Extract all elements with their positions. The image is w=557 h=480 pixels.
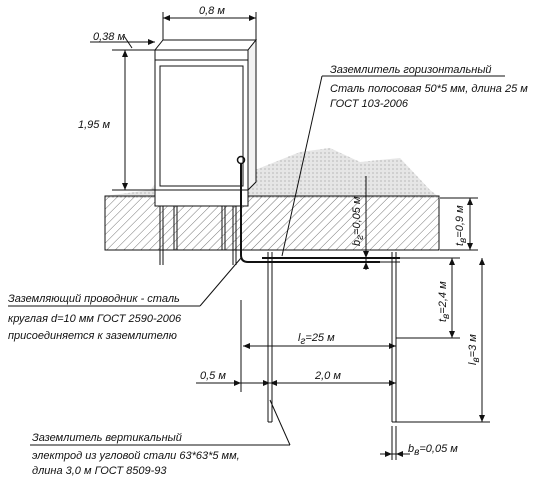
horizontal-earth-line1: Сталь полосовая 50*5 мм, длина 25 м <box>330 83 528 95</box>
dim-cabinet-width: 0,8 м <box>162 5 257 40</box>
svg-text:tв=0,9 м: tв=0,9 м <box>454 205 469 246</box>
conductor-line3: присоединяется к заземлителю <box>8 330 177 342</box>
dim-cabinet-height: 1,95 м <box>78 49 155 191</box>
cabinet-height-label: 1,95 м <box>78 119 110 131</box>
conductor-line1: Заземляющий проводник - сталь <box>8 293 180 305</box>
svg-text:bв=0,05 м: bв=0,05 м <box>408 443 458 458</box>
leader-conductor-diag <box>199 257 242 307</box>
dim-depth-top: bг=0,05 м <box>351 176 400 270</box>
horizontal-earth-line2: ГОСТ 103-2006 <box>330 98 409 110</box>
dim-roof-offset: 0,38 м <box>90 31 155 49</box>
conductor-line2: круглая d=10 мм ГОСТ 2590-2006 <box>8 313 182 325</box>
offset-05-label: 0,5 м <box>200 370 226 382</box>
leader-horizontal-earth <box>281 75 323 257</box>
dim-b-vertical: bв=0,05 м <box>380 426 458 460</box>
horizontal-earth-title: Заземлитель горизонтальный <box>330 64 492 76</box>
dim-offsets: 0,5 м 2,0 м <box>196 300 396 392</box>
dim-t-vertical: tв=2,4 м <box>396 257 460 339</box>
vertical-earth-line1: электрод из угловой стали 63*63*5 мм, <box>32 450 240 462</box>
vertical-electrode-right <box>391 252 397 423</box>
dim-t-depth: tв=0,9 м <box>440 197 478 251</box>
svg-text:tв=2,4 м: tв=2,4 м <box>437 281 452 322</box>
depth-top-sym: b <box>351 240 363 246</box>
leader-vertical-earth-diag <box>269 399 291 446</box>
dim-l-horizontal: lг=25 м <box>243 332 396 349</box>
svg-text:lв=3 м: lв=3 м <box>467 334 482 365</box>
svg-text:lг=25 м: lг=25 м <box>298 332 335 347</box>
roof-offset-label: 0,38 м <box>93 31 125 43</box>
vertical-electrode-left <box>267 252 273 423</box>
cabinet-width-label: 0,8 м <box>199 5 225 17</box>
svg-text:bг=0,05 м: bг=0,05 м <box>351 196 366 246</box>
cabinet <box>153 38 258 265</box>
grounding-conductor <box>236 155 380 263</box>
spacing-20-label: 2,0 м <box>314 370 341 382</box>
vertical-earth-line2: длина 3,0 м ГОСТ 8509-93 <box>32 465 167 477</box>
vertical-earth-title: Заземлитель вертикальный <box>32 432 182 444</box>
dim-l-vertical: lв=3 м <box>396 258 490 423</box>
